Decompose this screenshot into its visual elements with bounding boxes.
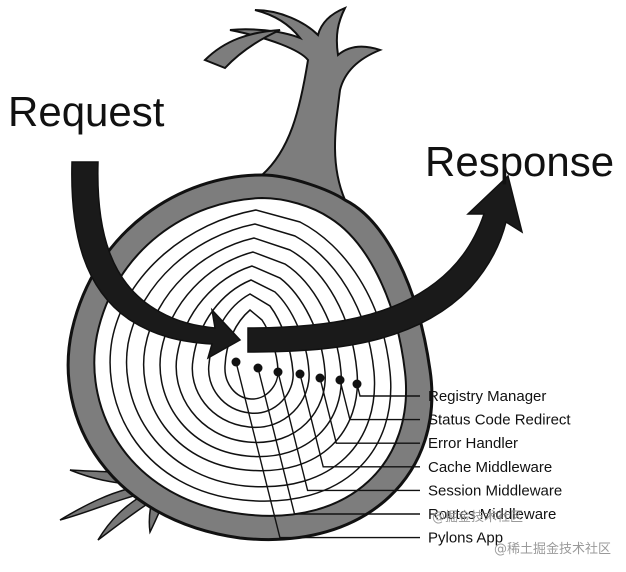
layer-label-pylons-app: Pylons App — [428, 530, 503, 547]
layer-label-error-handler: Error Handler — [428, 435, 518, 452]
layer-dot-error-handler — [315, 373, 325, 383]
layer-dot-registry-manager — [352, 379, 362, 389]
layer-dot-status-code-redirect — [335, 375, 345, 385]
layer-dot-session-middleware — [273, 367, 283, 377]
watermark-faint: @掘金技术社区 — [432, 509, 523, 525]
watermark-primary: @稀土掘金技术社区 — [494, 541, 611, 557]
leader-line-status-code-redirect — [339, 379, 420, 421]
leader-line-cache-middleware — [299, 373, 420, 468]
request-arrow — [71, 161, 242, 360]
layer-dot-routes-middleware — [253, 363, 263, 373]
response-arrow — [247, 174, 524, 353]
layer-dot-pylons-app — [231, 357, 241, 367]
onion-stem — [203, 6, 383, 202]
response-label: Response — [425, 138, 614, 185]
leader-line-pylons-app — [235, 361, 420, 539]
leader-line-routes-middleware — [257, 367, 420, 515]
layer-dot-cache-middleware — [295, 369, 305, 379]
layer-label-registry-manager: Registry Manager — [428, 388, 546, 405]
leader-line-error-handler — [319, 377, 420, 444]
layer-label-status-code-redirect: Status Code Redirect — [428, 412, 571, 429]
layer-label-session-middleware: Session Middleware — [428, 482, 562, 499]
layer-leaders — [231, 357, 420, 539]
request-label: Request — [8, 88, 165, 135]
leader-line-session-middleware — [277, 371, 420, 492]
layer-label-cache-middleware: Cache Middleware — [428, 459, 552, 476]
layer-label-routes-middleware: Routes Middleware — [428, 506, 556, 523]
